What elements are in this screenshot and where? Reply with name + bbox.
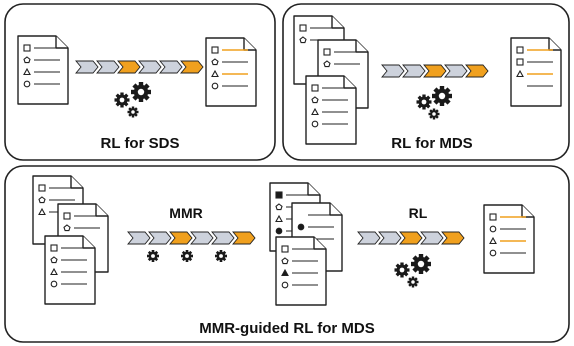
chevron-sequence xyxy=(381,64,489,78)
panel-title: RL for SDS xyxy=(101,135,180,152)
panel-title: RL for MDS xyxy=(391,135,472,152)
chevron-step-selected xyxy=(180,60,204,74)
panel-rl-for-mds: RL for MDS xyxy=(282,3,570,161)
chevron-sequence xyxy=(357,231,465,245)
gear-icon xyxy=(407,276,419,288)
document-icon xyxy=(483,204,535,274)
mmr-label: MMR xyxy=(169,205,202,221)
chevron-sequence xyxy=(75,60,204,74)
circle-icon xyxy=(211,82,219,90)
document-icon xyxy=(317,39,369,109)
gear-icon xyxy=(428,108,440,120)
document-icon xyxy=(305,75,357,145)
gear-icon xyxy=(411,254,431,274)
gear-icon xyxy=(181,250,193,262)
chevron-step xyxy=(75,60,99,74)
chevron-step xyxy=(159,60,183,74)
pentagon-icon xyxy=(211,58,219,66)
chevron-sequence xyxy=(127,231,256,245)
rl-label: RL xyxy=(409,205,428,221)
document-icon xyxy=(205,37,257,107)
triangle-icon xyxy=(23,67,31,76)
pentagon-icon xyxy=(23,56,31,64)
gear-icon xyxy=(215,250,227,262)
document-icon xyxy=(44,235,96,305)
document-icon xyxy=(57,203,109,273)
square-icon xyxy=(23,44,31,52)
chevron-step xyxy=(138,60,162,74)
document-icon xyxy=(17,35,69,105)
triangle-icon xyxy=(211,69,219,78)
document-icon xyxy=(510,37,562,107)
document-icon xyxy=(275,236,327,306)
panel-mmr-guided-rl: MMR xyxy=(4,165,570,343)
circle-icon xyxy=(23,80,31,88)
panel-rl-for-sds: RL for SDS xyxy=(4,3,276,161)
gear-icon xyxy=(127,106,139,118)
chevron-step-selected xyxy=(117,60,141,74)
gear-icon xyxy=(114,92,130,108)
chevron-step xyxy=(96,60,120,74)
panel-title: MMR-guided RL for MDS xyxy=(199,320,375,337)
square-icon xyxy=(211,46,219,54)
gear-icon xyxy=(394,262,410,278)
gear-icon xyxy=(131,82,151,102)
gear-icon xyxy=(432,86,452,106)
gear-icon xyxy=(147,250,159,262)
gear-icon xyxy=(416,94,432,110)
